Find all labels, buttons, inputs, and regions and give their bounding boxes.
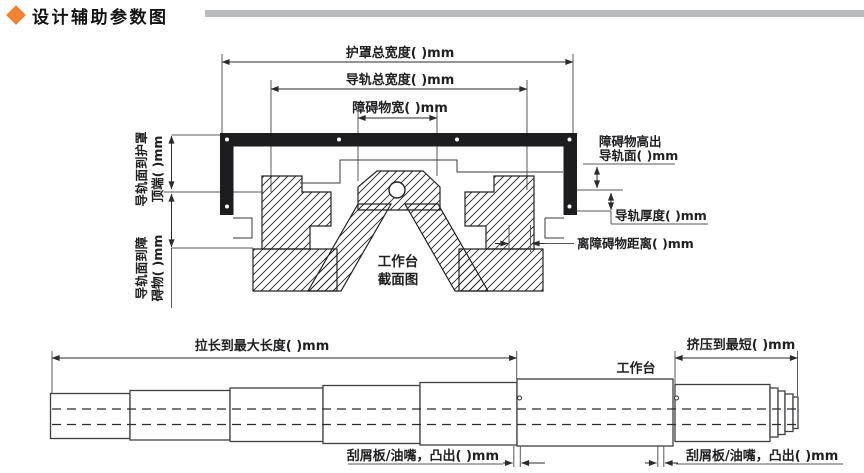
clearance-extension-lines [508, 225, 531, 252]
oil-nozzle-left [517, 395, 522, 401]
worktable-label: 工作台 [616, 361, 655, 377]
left-base-slab [252, 248, 338, 292]
worktable-section-shape [252, 170, 544, 292]
rail-to-obstacle-label-line2: 碍物( )mm [150, 235, 165, 302]
worktable-caption-line2: 截面图 [378, 271, 419, 288]
compressed-segment-4 [784, 393, 794, 433]
inner-lip-outlines [233, 217, 564, 239]
right-rail-block [464, 175, 535, 250]
protective-cover [220, 133, 577, 215]
bore-hole [388, 181, 406, 199]
clearance-label: 离障碍物距离( )mm [577, 236, 694, 251]
compressed-length-label: 挤压到最短( )mm [687, 337, 796, 353]
rail-width-label: 导轨总宽度( )mm [346, 72, 455, 88]
length-extension-lines [51, 351, 798, 396]
compressed-segment-5 [792, 396, 799, 430]
segment-2 [129, 389, 231, 441]
segment-5 [419, 381, 518, 446]
header-rule [205, 10, 864, 17]
right-base-slab [458, 248, 544, 292]
rail-thickness-label: 导轨厚度( )mm [615, 208, 707, 223]
obstacle-height-label-line1: 障碍物高出 [599, 134, 662, 149]
rail-to-cover-top-label-line2: 顶端( )mm [150, 136, 165, 203]
left-dim-leaders [164, 134, 262, 249]
telescopic-cover-diagram: 拉长到最大长度( )mm 挤压到最短( )mm 工作台 [49, 337, 843, 467]
scraper-left-label: 刮屑板/油嘴，凸出( )mm [347, 448, 499, 464]
obstacle-width-label: 障碍物宽( )mm [352, 100, 448, 116]
scraper-right-lines [657, 446, 665, 467]
rail-to-obstacle-label-line1: 导轨面到障 [134, 236, 149, 299]
worktable-caption-line1: 工作台 [378, 253, 419, 270]
oil-nozzle-right [674, 395, 679, 401]
rail-to-cover-top-label-line1: 导轨面到护罩 [134, 131, 149, 207]
cover-width-extension-lines [221, 54, 574, 133]
page-title: 设计辅助参数图 [32, 8, 169, 28]
compressed-segment-3 [777, 390, 786, 436]
compressed-segment-2 [769, 387, 779, 438]
rail-thickness-leaders [577, 210, 708, 225]
obstacle-step-outline [300, 159, 563, 184]
cover-width-label: 护罩总宽度( )mm [346, 45, 455, 61]
scraper-left-lines [513, 446, 521, 467]
segment-4 [322, 384, 421, 445]
cover-rivets [225, 137, 572, 209]
cross-section-diagram: 护罩总宽度( )mm 导轨总宽度( )mm 障碍物宽( )mm 导轨面到护罩 顶… [134, 45, 708, 308]
telescoping-segments [49, 378, 799, 447]
centerline-dashed [52, 408, 797, 426]
compressed-segment-1 [674, 383, 771, 443]
section-header: 设计辅助参数图 [0, 0, 864, 32]
extended-length-label: 拉长到最大长度( )mm [195, 338, 330, 354]
segment-1 [49, 392, 131, 440]
left-rail-block [261, 175, 332, 250]
segment-3 [229, 387, 324, 443]
worktable-segment [516, 378, 674, 447]
obstacle-height-label-line2: 导轨面( )mm [599, 148, 678, 163]
scraper-right-label: 刮屑板/油嘴，凸出( )mm [686, 448, 838, 464]
